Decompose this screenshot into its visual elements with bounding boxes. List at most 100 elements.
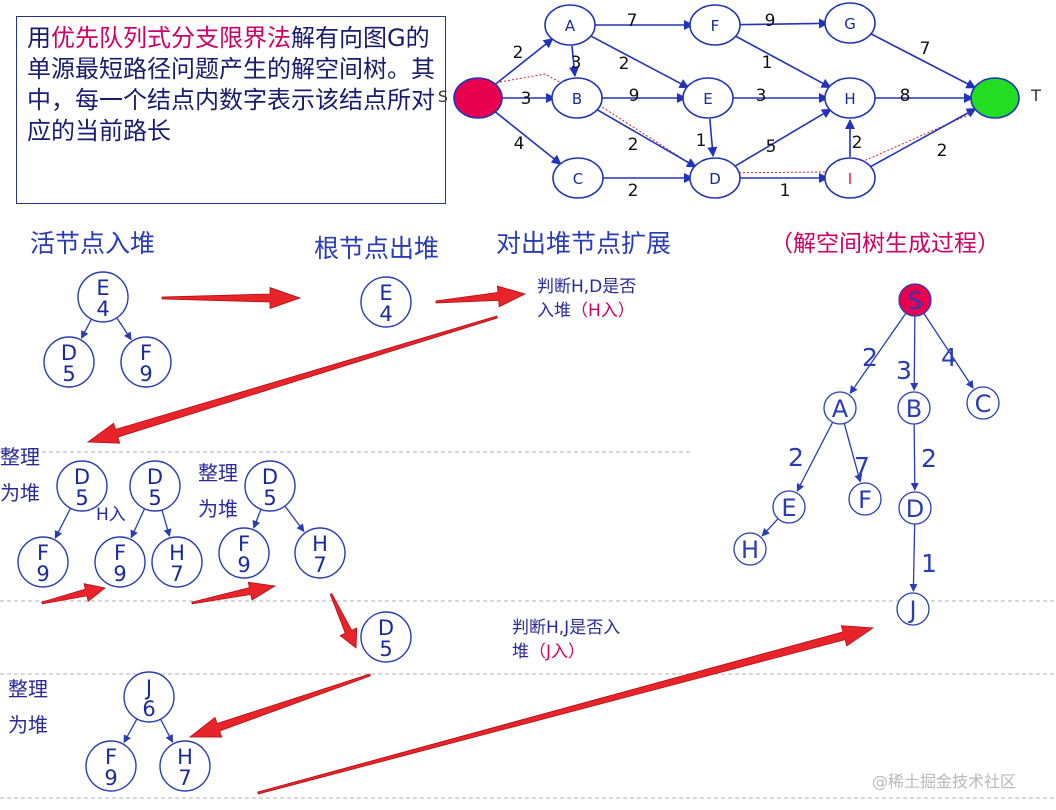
tree-node-label-j: J — [907, 596, 916, 624]
tree-node-s — [898, 283, 932, 317]
tree-node-label-s: S — [907, 287, 922, 315]
graph-weight-f-h: 1 — [762, 53, 773, 73]
heap-h3a-left-value: 9 — [36, 562, 49, 586]
note-judge-hd: 判断H,D是否 入堆（H入） — [537, 275, 636, 323]
tree-node-label-c: C — [975, 390, 992, 418]
graph-node-d — [689, 157, 741, 199]
label-tidy-heap-2: 整理 为堆 — [198, 455, 238, 527]
heap-h3b-left-value: 9 — [113, 562, 126, 586]
label-tidy-1: 整理 — [0, 445, 40, 469]
graph-node-label-b: B — [572, 90, 582, 108]
label-tidy-heap-1: 整理 为堆 — [0, 439, 40, 511]
note-judge-hd-result: （H入） — [571, 301, 635, 321]
graph-edges — [493, 18, 977, 183]
heap-h3c-left-node — [218, 527, 270, 579]
heap-h5-root-node — [123, 671, 175, 723]
note-judge-hj-result: （J入） — [529, 642, 586, 662]
heap-h3b-left-name: F — [114, 541, 126, 565]
graph-node-label-i: I — [848, 170, 852, 188]
separator-lines — [0, 451, 1056, 799]
tree-node-b — [897, 391, 931, 425]
graph-weight-a-f: 7 — [627, 11, 638, 31]
graph-edge-i-t — [868, 107, 977, 169]
tree-node-label-d: D — [906, 495, 924, 523]
graph-edge-g-t — [868, 31, 977, 89]
tree-weight-d-j: 1 — [921, 549, 937, 578]
label-to-heap-3: 为堆 — [8, 713, 48, 737]
tree-node-label-f: F — [858, 486, 872, 514]
tree-weight-b-d: 2 — [921, 444, 937, 473]
tree-edge-d-j — [909, 522, 918, 593]
graph-edge-s-c — [493, 110, 562, 165]
heap-h3c-root-name: D — [262, 465, 278, 489]
graph-edge-e-d — [707, 118, 718, 158]
heading-tree-process: （解空间树生成过程） — [770, 231, 1000, 257]
heap-edge — [114, 314, 132, 341]
heap-h3b-root-name: D — [147, 465, 163, 489]
heap-edge — [282, 503, 305, 533]
note-judge-hd-line1: 判断H,D是否 — [537, 277, 637, 297]
tree-edge-s-c — [922, 312, 974, 389]
graph-node-f — [689, 4, 741, 46]
graph-edge-f-h — [733, 34, 832, 89]
graph-node-h — [824, 77, 876, 119]
tree-weight-a-e: 2 — [788, 443, 804, 472]
label-tidy-2: 整理 — [198, 461, 238, 485]
heap-h3a-root-value: 5 — [75, 486, 88, 510]
heap-edge — [123, 715, 139, 744]
heading-live-push: 活节点入堆 — [30, 229, 156, 258]
heap-h3b-root-value: 5 — [148, 486, 161, 510]
heap-h2-root-value: 4 — [379, 302, 392, 326]
tree-edge-s-a — [849, 311, 907, 395]
graph-edge-a-e — [588, 34, 690, 89]
heap-h3c-root-value: 5 — [263, 486, 276, 510]
heap-h5-right-name: H — [177, 745, 193, 769]
graph-weight-i-t: 2 — [937, 141, 948, 161]
graph-weight-h-t: 8 — [900, 86, 911, 106]
graph-weight-a-b: 3 — [571, 53, 582, 73]
graph-weight-d-i: 1 — [780, 181, 791, 201]
flow-arrow-pop-to-expand — [435, 285, 527, 308]
heap-h5-left-name: F — [105, 745, 117, 769]
tree-edge-s-b — [910, 314, 919, 392]
description-text: 用 — [27, 24, 51, 52]
graph-edge-b-d — [594, 107, 697, 168]
heap-h5-left-node — [85, 740, 137, 792]
heap-h1-root-name: E — [96, 276, 109, 300]
graph-node-label-a: A — [565, 17, 576, 35]
heap-edge — [158, 716, 174, 743]
graph-node-e — [682, 77, 734, 119]
graph-edge-f-g — [735, 18, 830, 29]
tree-edge-e-h — [761, 517, 780, 537]
graph-weight-a-e: 2 — [619, 54, 630, 74]
heap-h3c-root-node — [244, 460, 296, 512]
tree-node-e — [772, 490, 806, 524]
note-judge-hj: 判断H,J是否入 堆（J入） — [512, 616, 620, 664]
flow-arrow-push-to-pop — [161, 287, 302, 309]
heap-h5-root-name: J — [144, 676, 152, 700]
watermark: @稀土掘金技术社区 — [872, 772, 1017, 791]
heap-edge — [130, 505, 147, 539]
graph-node-label-e: E — [703, 90, 712, 108]
graph-weight-d-h: 5 — [766, 137, 777, 157]
heap-edge — [54, 505, 73, 539]
flow-arrows — [41, 285, 875, 795]
description-box: 用优先队列式分支限界法解有向图G的单源最短路径问题产生的解空间树。其中，每一个结… — [16, 16, 446, 204]
heap-h5-root-value: 6 — [142, 697, 155, 721]
graph-node-g — [824, 2, 876, 44]
tree-node-j — [896, 592, 930, 626]
heap-h1-left-value: 5 — [62, 362, 75, 386]
label-tidy-3: 整理 — [8, 677, 48, 701]
heap-h3c-right-node — [294, 527, 346, 579]
tree-node-label-h: H — [741, 536, 759, 564]
heap-h3a-root-node — [56, 460, 108, 512]
tree-node-a — [823, 391, 857, 425]
graph-weight-b-e: 9 — [629, 86, 640, 106]
flow-arrow-to-tree — [257, 625, 875, 795]
heap-h1-right-value: 9 — [139, 362, 152, 386]
graph-node-i — [824, 157, 876, 199]
heap-h1-root-value: 4 — [96, 297, 109, 321]
graph-node-a — [544, 4, 596, 46]
note-h-in: H入 — [96, 505, 126, 525]
